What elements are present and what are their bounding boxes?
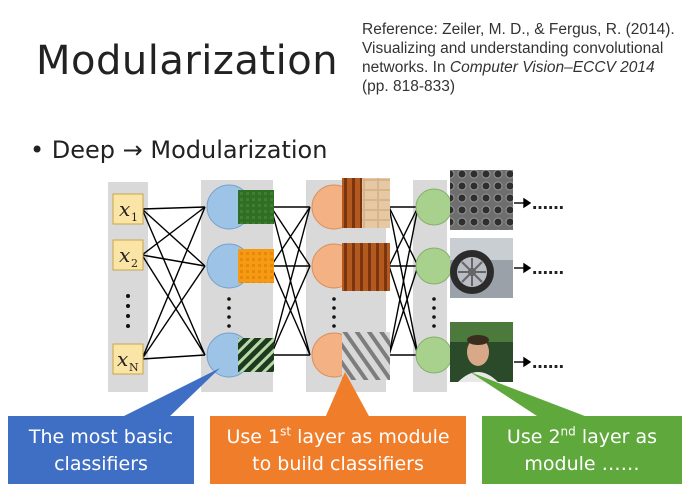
- input-var-x1: x: [119, 197, 130, 221]
- callout-first-line1: Use 1st layer as module: [210, 416, 466, 451]
- callout-first-post: layer as module: [291, 426, 450, 448]
- callout-second-line1: Use 2nd layer as: [482, 416, 682, 451]
- input-dots: [126, 294, 130, 328]
- layer3-feature-wheel: [450, 238, 513, 298]
- layer2-feature-wood-stone: [342, 178, 390, 228]
- callout-basic-line2: classifiers: [54, 453, 148, 475]
- layer2-feature-wood: [342, 243, 390, 291]
- input-sub-x2: 2: [131, 257, 138, 270]
- callout-pointer-blue: [120, 368, 220, 418]
- reference-pages: (pp. 818-833): [362, 78, 456, 95]
- output-ellipsis-3: ……: [532, 353, 564, 372]
- reference-citation: Reference: Zeiler, M. D., & Fergus, R. (…: [362, 20, 682, 96]
- layer1-feature-orange: [238, 249, 274, 283]
- input-sub-xn: N: [129, 361, 139, 374]
- callout-pointer-green: [470, 372, 590, 418]
- callout-second-layer: Use 2nd layer as module ……: [482, 416, 682, 484]
- layer3-feature-face: [450, 322, 513, 382]
- callout-first-sup: st: [280, 424, 292, 439]
- layer1-dots: [227, 297, 231, 328]
- callout-second-pre: Use 2: [506, 426, 561, 448]
- layer3-feature-honeycomb: [450, 170, 513, 230]
- output-ellipsis-1: ……: [532, 194, 564, 213]
- callout-second-line2: module ……: [524, 453, 640, 475]
- input-var-xn: x: [117, 347, 128, 371]
- layer3-node-3: [415, 336, 453, 374]
- output-arrows: [514, 197, 532, 368]
- bullet-point: • Deep → Modularization: [30, 136, 328, 164]
- connections-layer1-layer2: [270, 206, 311, 356]
- callout-basic-line1: The most basic: [28, 426, 174, 448]
- callout-first-layer: Use 1st layer as module to build classif…: [210, 416, 466, 484]
- input-var-x2: x: [119, 243, 130, 267]
- page-title: Modularization: [36, 38, 339, 84]
- input-sub-x1: 1: [131, 211, 138, 224]
- layer3-node-1: [415, 188, 453, 226]
- input-node-x1: x 1: [112, 193, 144, 225]
- input-node-x2: x 2: [112, 239, 144, 271]
- callout-second-post: layer as: [575, 426, 658, 448]
- callout-pointer-orange: [325, 372, 370, 418]
- connections-layer2-layer3: [388, 206, 419, 356]
- layer3-node-2: [415, 247, 453, 285]
- input-node-xn: x N: [112, 343, 144, 375]
- callout-second-sup: nd: [560, 424, 576, 439]
- layer1-feature-green: [238, 190, 274, 224]
- layer2-dots: [332, 297, 336, 328]
- callout-first-pre: Use 1: [226, 426, 281, 448]
- layer3-dots: [432, 297, 436, 328]
- callout-basic-classifiers: The most basic classifiers: [8, 416, 194, 484]
- connections-input-layer1: [141, 206, 206, 360]
- callout-first-line2: to build classifiers: [252, 453, 424, 475]
- reference-venue: Computer Vision–ECCV 2014: [449, 59, 655, 76]
- output-ellipsis-2: ……: [532, 259, 564, 278]
- reference-text: Reference: Zeiler, M. D., & Fergus, R. (…: [362, 21, 675, 76]
- layer2-feature-stripes: [342, 332, 390, 380]
- layer1-feature-diagonal: [238, 338, 274, 372]
